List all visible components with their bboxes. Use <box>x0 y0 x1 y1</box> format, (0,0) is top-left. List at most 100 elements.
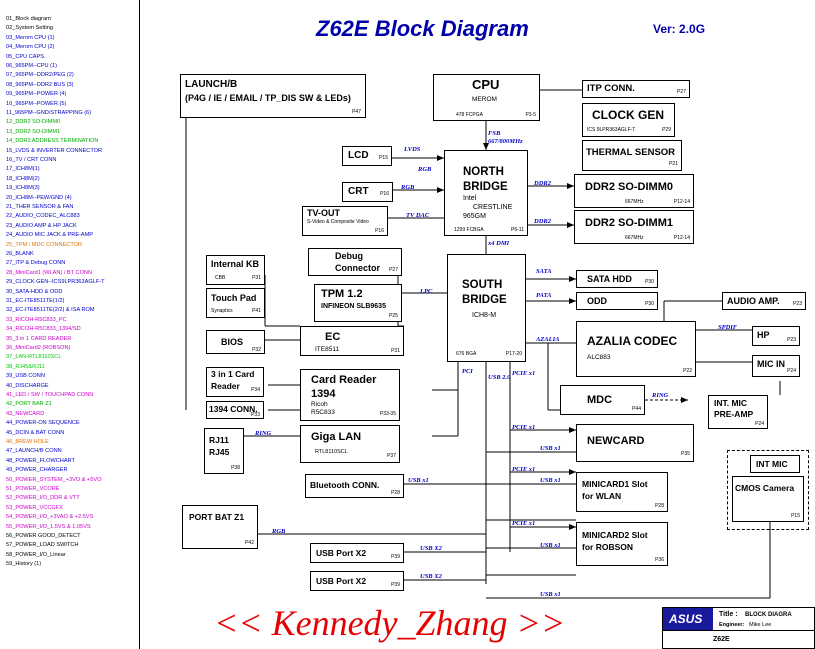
index-entry[interactable]: 46_BREW HOLE <box>6 439 49 445</box>
index-entry[interactable]: 26_BLANK <box>6 251 34 257</box>
index-entry[interactable]: 32_EC-ITE8511TE(2/2) & ISA ROM <box>6 307 95 314</box>
index-entry[interactable]: 52_POWER_I/O_DDR & VTT <box>6 495 80 502</box>
index-entry[interactable]: 18_ICH8M(2) <box>6 175 40 182</box>
minicard1-block[interactable]: MINICARD1 Slot for WLAN P28 <box>576 472 668 512</box>
index-entry[interactable]: 10_965PM--POWER (5) <box>6 100 67 107</box>
index-entry[interactable]: 59_History (1) <box>6 561 42 568</box>
usb-port-block-2[interactable]: USB Port X2 P39 <box>310 571 404 591</box>
lcd-block[interactable]: LCD P15 <box>342 146 392 166</box>
index-entry[interactable]: 53_POWER_VCCGFX <box>6 504 63 511</box>
index-entry[interactable]: 16_TV / CRT CONN <box>6 157 57 163</box>
thermal-sensor-block[interactable]: THERMAL SENSOR P21 <box>582 140 682 171</box>
bluetooth-conn-block[interactable]: Bluetooth CONN. P28 <box>305 474 404 498</box>
index-entry[interactable]: 47_LAUNCH/B CONN <box>6 448 62 455</box>
north-bridge-block[interactable]: NORTH BRIDGE Intel CRESTLINE 965GM 1299 … <box>444 150 528 236</box>
usb-port-block-1[interactable]: USB Port X2 P39 <box>310 543 404 563</box>
index-entry[interactable]: 30_SATA-HDD & ODD <box>6 288 63 295</box>
index-entry[interactable]: 42_PORT BAR Z1 <box>6 401 52 408</box>
odd-block[interactable]: ODD P30 <box>576 292 658 310</box>
index-entry[interactable]: 39_USB CONN <box>6 373 45 380</box>
index-entry[interactable]: 22_AUDIO_CODEC_ALC883 <box>6 213 80 220</box>
index-entry[interactable]: 21_THER SENSOR & FAN <box>6 204 74 210</box>
index-entry[interactable]: 17_ICH8M(1) <box>6 166 40 173</box>
south-bridge-block[interactable]: SOUTH BRIDGE ICH8-M 676 BGA P17-20 <box>447 254 526 362</box>
index-entry[interactable]: 33_RICOH-R5C833_PC <box>6 316 67 323</box>
hp-block[interactable]: HP P23 <box>752 326 800 346</box>
index-entry[interactable]: 27_ITP & Debug CONN <box>6 260 66 267</box>
newcard-block[interactable]: NEWCARD P35 <box>576 424 694 462</box>
minicard2-block[interactable]: MINICARD2 Slot for ROBSON P36 <box>576 522 668 566</box>
index-entry[interactable]: 36_MiniCard2 (ROBSON) <box>6 345 71 351</box>
index-entry[interactable]: 06_965PM--CPU (1) <box>6 63 57 69</box>
int-mic-block[interactable]: INT MIC <box>750 455 800 473</box>
index-entry[interactable]: 51_POWER_VCORE <box>6 486 60 492</box>
index-entry[interactable]: 35_3 in 1 CARD READER <box>6 335 72 342</box>
index-entry[interactable]: 57_POWER_LOAD SWITCH <box>6 542 79 549</box>
index-entry[interactable]: 43_NEWCARD <box>6 410 45 417</box>
index-entry[interactable]: 56_POWER GOOD_DETECT <box>6 533 81 539</box>
index-entry[interactable]: 40_DISCHARGE <box>6 382 49 389</box>
index-entry[interactable]: 15_LVDS & INVERTER CONNECTOR <box>6 147 103 154</box>
int-mic-preamp-block[interactable]: INT. MIC PRE-AMP P24 <box>708 395 768 429</box>
index-entry[interactable]: 09_965PM--POWER (4) <box>6 91 67 98</box>
crt-block[interactable]: CRT P16 <box>342 182 393 202</box>
clock-gen-block[interactable]: CLOCK GEN ICS 9LPR363AGLF-T P29 <box>582 103 675 137</box>
index-entry[interactable]: 44_POWER-ON SEQUENCE <box>6 420 80 427</box>
bios-block[interactable]: BIOS P32 <box>206 330 265 354</box>
index-entry[interactable]: 23_AUDIO AMP & HP JACK <box>6 222 77 229</box>
ec-block[interactable]: EC ITE8511 P31 <box>300 326 404 356</box>
index-entry[interactable]: 05_CPU CAPS. <box>6 53 46 60</box>
port-bar-block[interactable]: PORT BAT Z1 P42 <box>182 505 258 549</box>
index-entry[interactable]: 37_LAN-RTL8110SCL <box>6 354 62 361</box>
index-entry[interactable]: 19_ICH8M(3) <box>6 185 40 192</box>
index-entry[interactable]: 28_MiniCard1 (WLAN) / BT CONN <box>6 269 92 276</box>
azalia-codec-block[interactable]: AZALIA CODEC ALC883 P22 <box>576 321 696 377</box>
tpm-block[interactable]: TPM 1.2 INFINEON SLB9635 P25 <box>314 284 402 322</box>
cpu-block[interactable]: CPU MEROM 478 FCPGA P3-5 <box>433 74 540 121</box>
ddr2-dimm0-block[interactable]: DDR2 SO-DIMM0 667MHz P12-14 <box>574 174 694 208</box>
index-entry[interactable]: 48_POWER_FLOWCHART <box>6 457 75 464</box>
index-entry[interactable]: 08_965PM--DDR2 BUS (3) <box>6 81 74 88</box>
index-entry[interactable]: 38_RJ45&RJ11 <box>6 363 45 370</box>
internal-kb-block[interactable]: Internal KB CBB P31 <box>206 255 265 285</box>
mdc-block[interactable]: MDC P44 <box>560 385 645 415</box>
card-reader-3in1-block[interactable]: 3 in 1 Card Reader P34 <box>206 367 264 397</box>
cr-page: P33-35 <box>379 411 396 417</box>
index-entry[interactable]: 07_965PM--DDR2/PEG (2) <box>6 72 74 79</box>
itp-conn-block[interactable]: ITP CONN. P27 <box>582 80 690 98</box>
index-entry[interactable]: 13_DDR2 SO-DIMM1 <box>6 128 61 135</box>
index-entry[interactable]: 55_POWER_I/O_1.5VS & 1.05VS <box>6 523 91 530</box>
index-entry[interactable]: 45_DCIN & BAT CONN <box>6 429 65 436</box>
touchpad-block[interactable]: Touch Pad Synaptics P41 <box>206 288 265 318</box>
index-entry[interactable]: 14_DDR2 ADDRESS TERMINATION <box>6 138 99 145</box>
index-entry[interactable]: 49_POWER_CHARGER <box>6 467 68 474</box>
index-entry[interactable]: 34_RICOH-R5C833_1394/SD <box>6 326 81 333</box>
index-entry[interactable]: 03_Merom CPU (1) <box>6 34 55 41</box>
index-entry[interactable]: 02_System Setting <box>6 25 53 32</box>
ddr2-dimm1-block[interactable]: DDR2 SO-DIMM1 667MHz P12-14 <box>574 210 694 244</box>
tv-out-block[interactable]: TV-OUT S-Video & Composite Video P16 <box>302 206 388 236</box>
giga-lan-block[interactable]: Giga LAN RTL8110SCL P37 <box>300 425 400 463</box>
audio-amp-block[interactable]: AUDIO AMP. P23 <box>722 292 806 310</box>
index-entry[interactable]: 12_DDR2 SO-DIMM0 <box>6 119 61 126</box>
mic-in-block[interactable]: MIC IN P24 <box>752 355 800 377</box>
index-entry[interactable]: 58_POWER_I/O_Linear <box>6 551 66 558</box>
index-entry[interactable]: 54_POWER_I/O_+3VAO & +2.5VS <box>6 514 94 521</box>
rj-block[interactable]: RJ11 RJ45 P38 <box>204 428 244 474</box>
index-entry[interactable]: 31_EC-ITE8511TE(1/2) <box>6 298 65 304</box>
index-entry[interactable]: 11_965PM--GND/STRAPPING (6) <box>6 110 92 116</box>
index-entry[interactable]: 01_Block diagram <box>6 16 51 22</box>
cmos-camera-block[interactable]: CMOS Camera P15 <box>732 476 804 522</box>
index-entry[interactable]: 24_AUDIO MIC JACK & PRE-AMP <box>6 232 94 239</box>
card-reader-1394-block[interactable]: Card Reader 1394 Ricoh R5C833 P33-35 <box>300 369 400 421</box>
launch-board-block[interactable]: LAUNCH/B (P4G / IE / EMAIL / TP_DIS SW &… <box>180 74 366 118</box>
index-entry[interactable]: 20_ICH8M--PEW/GND (4) <box>6 194 72 201</box>
sata-hdd-block[interactable]: SATA HDD P30 <box>576 270 658 288</box>
index-entry[interactable]: 50_POWER_SYSTEM_+3VO & +5VO <box>6 476 102 483</box>
index-entry[interactable]: 41_LED / SW / TOUCHPAD CONN <box>6 392 94 398</box>
debug-connector-block[interactable]: Debug Connector P27 <box>308 248 402 276</box>
index-entry[interactable]: 04_Merom CPU (2) <box>6 44 55 51</box>
conn-1394-block[interactable]: 1394 CONN. P33 <box>206 401 264 419</box>
index-entry[interactable]: 29_CLOCK GEN--ICS9LPR363AGLF-T <box>6 279 105 286</box>
index-entry[interactable]: 25_TPM / MDC CONNECTOR <box>6 241 83 248</box>
